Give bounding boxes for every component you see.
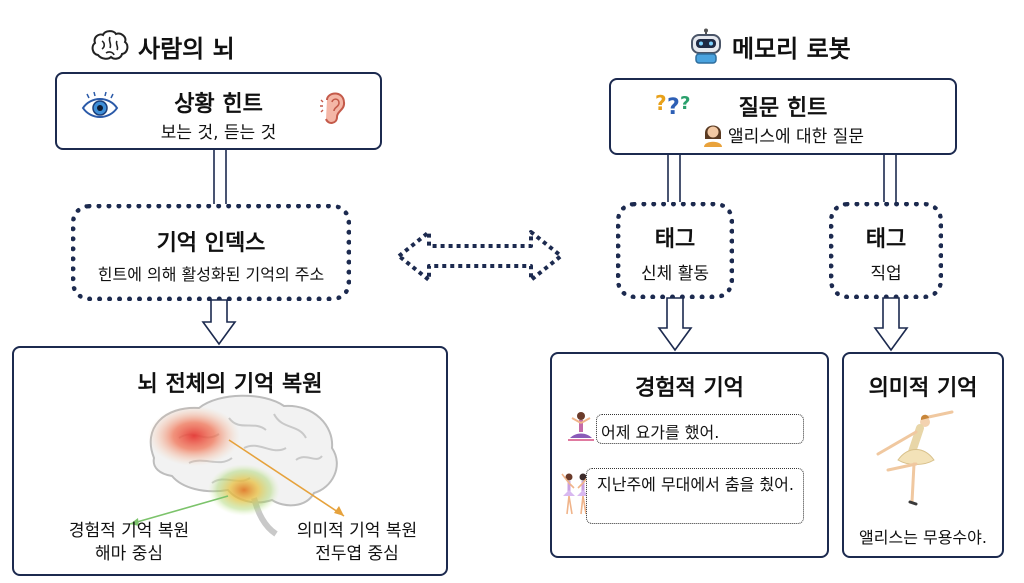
right-header-title: 메모리 로봇 (732, 34, 851, 63)
episodic-item-yoga: 어제 요가를 했어. (596, 414, 804, 444)
svg-text:?: ? (655, 91, 667, 115)
semantic-memory-caption: 앨리스는 무용수야. (859, 528, 987, 547)
context-hint-title: 상황 힌트 (174, 92, 263, 117)
episodic-recall-line1: 경험적 기억 복원 (68, 521, 190, 541)
context-hint-box: 상황 힌트 보는 것, 듣는 것 (55, 72, 382, 150)
brain-diagram (129, 394, 345, 537)
episodic-memory-box: 경험적 기억 어제 요가를 했어. 지난주에 무대에서 춤을 췄어. (550, 352, 829, 558)
arrow-index-recall (201, 299, 237, 346)
tag-physical-activity-box: 태그 신체 활동 (616, 202, 734, 299)
ear-icon (319, 90, 349, 126)
svg-text:?: ? (667, 95, 680, 120)
context-hint-subtitle: 보는 것, 듣는 것 (160, 123, 277, 143)
query-hint-subtitle-row: 앨리스에 대한 질문 (611, 121, 955, 147)
brain-recall-box: 뇌 전체의 기억 복원 경험적 기억 복원 해마 중심 (12, 346, 448, 576)
episodic-item-dance-text: 지난주에 무대에서 춤을 췄어. (597, 475, 794, 494)
left-header: 사람의 뇌 (90, 28, 235, 64)
brain-recall-title: 뇌 전체의 기억 복원 (137, 372, 323, 397)
svg-text:?: ? (680, 93, 690, 114)
episodic-memory-title: 경험적 기억 (635, 376, 744, 401)
bidirectional-arrow (397, 230, 563, 282)
yoga-icon (566, 410, 596, 444)
person-icon (702, 121, 724, 147)
semantic-recall-label: 의미적 기억 복원 전두엽 중심 (272, 520, 442, 566)
tag2-title: 태그 (865, 227, 907, 252)
episodic-recall-label: 경험적 기억 복원 해마 중심 (44, 520, 214, 566)
robot-icon (688, 28, 724, 64)
arrow-tag2-semantic (873, 297, 909, 352)
memory-index-subtitle: 힌트에 의해 활성화된 기억의 주소 (97, 265, 325, 284)
semantic-memory-box: 의미적 기억 앨리스는 무용수야. (842, 352, 1004, 558)
memory-index-box: 기억 인덱스 힌트에 의해 활성화된 기억의 주소 (71, 204, 351, 301)
query-hint-box: ? ? ? 질문 힌트 앨리스에 대한 질문 (609, 78, 957, 155)
semantic-recall-line1: 의미적 기억 복원 (296, 521, 418, 541)
connector-context-index (213, 150, 227, 205)
brain-icon (90, 29, 130, 63)
right-header: 메모리 로봇 (688, 28, 851, 64)
query-hint-subtitle: 앨리스에 대한 질문 (728, 126, 864, 147)
semantic-recall-line2: 전두엽 중심 (315, 544, 399, 564)
arrow-tag1-episodic (657, 297, 693, 352)
connector-query-tag1 (667, 155, 681, 203)
ballerina-icon (868, 410, 964, 510)
memory-index-title: 기억 인덱스 (156, 231, 266, 256)
left-header-title: 사람의 뇌 (138, 34, 235, 63)
tag1-subtitle: 신체 활동 (641, 264, 709, 284)
tag2-subtitle: 직업 (870, 264, 902, 284)
semantic-memory-title: 의미적 기억 (868, 376, 978, 401)
episodic-item-yoga-text: 어제 요가를 했어. (601, 423, 720, 442)
episodic-item-dance: 지난주에 무대에서 춤을 췄어. (586, 468, 804, 524)
tag1-title: 태그 (654, 227, 696, 252)
connector-query-tag2 (883, 155, 897, 203)
eye-icon (81, 91, 119, 122)
question-marks-icon: ? ? ? (655, 88, 695, 120)
dancers-icon (560, 470, 592, 518)
episodic-recall-line2: 해마 중심 (95, 544, 163, 564)
tag-occupation-box: 태그 직업 (829, 202, 943, 299)
query-hint-title: 질문 힌트 (738, 96, 828, 121)
